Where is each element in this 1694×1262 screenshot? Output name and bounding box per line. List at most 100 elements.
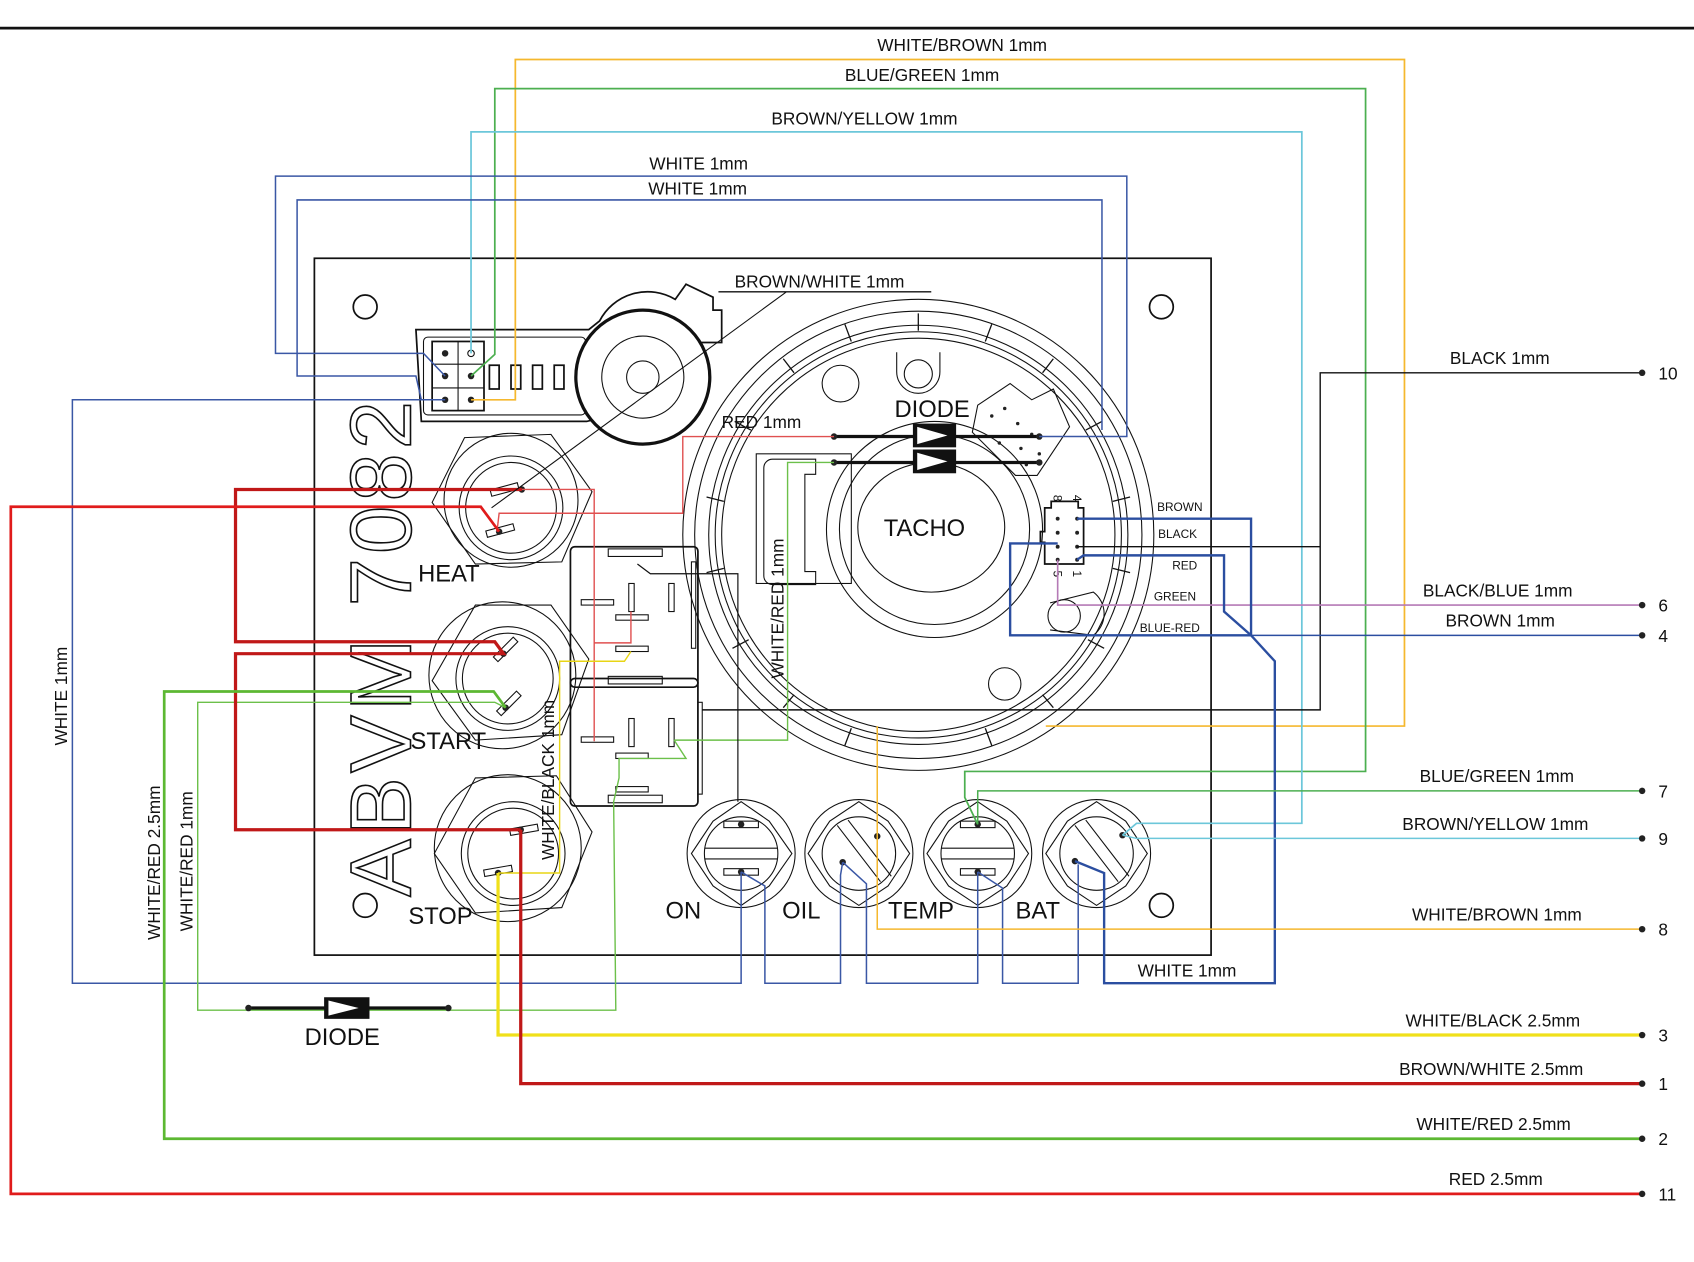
terminal-dot xyxy=(1638,1135,1646,1143)
terminal-wire-label: WHITE/BLACK 2.5mm xyxy=(1406,1010,1581,1030)
relay-upper xyxy=(569,545,699,689)
label-brown-white-1mm: BROWN/WHITE 1mm xyxy=(735,271,905,291)
terminal-wire-label: WHITE/BROWN 1mm xyxy=(1412,905,1582,925)
label-white-1mm-left: WHITE 1mm xyxy=(51,647,71,746)
lamp-bat-label: BAT xyxy=(1016,897,1060,924)
switch-stop-label: STOP xyxy=(408,903,472,930)
top-wire-label-3: WHITE 1mm xyxy=(649,154,748,174)
lamp-on: ON xyxy=(666,798,796,924)
terminal-dot xyxy=(1638,925,1646,933)
terminal-number: 2 xyxy=(1658,1129,1668,1149)
wire-red-1mm xyxy=(496,435,835,742)
harness-connector xyxy=(415,283,723,446)
terminal-dot xyxy=(1638,787,1646,795)
external-diode-label: DIODE xyxy=(305,1024,380,1051)
lamp-oil: OIL xyxy=(782,798,914,924)
wire-blue-green-7 xyxy=(976,790,1643,825)
switch-stop[interactable]: STOP xyxy=(408,774,593,930)
lamp-temp-label: TEMP xyxy=(888,897,954,924)
label-white-red-25-left: WHITE/RED 2.5mm xyxy=(144,786,164,940)
panel-logo: ABVM 7082 xyxy=(334,397,430,897)
wire-black-blue-6 xyxy=(1056,559,1643,606)
terminal-wire-label: BLUE/GREEN 1mm xyxy=(1420,766,1574,786)
lamp-on-label: ON xyxy=(666,897,702,924)
wire-white-left xyxy=(71,399,742,984)
terminal-wire-label: WHITE/RED 2.5mm xyxy=(1416,1114,1570,1134)
terminal-dot xyxy=(1638,1031,1646,1039)
external-diode: DIODE xyxy=(245,997,452,1051)
terminal-number: 1 xyxy=(1658,1074,1668,1094)
tacho-gauge: TACHO 8 4 5 1 xyxy=(682,298,1155,771)
switch-start[interactable]: START xyxy=(411,601,590,755)
switch-heat[interactable]: HEAT xyxy=(418,432,593,587)
lamp-oil-label: OIL xyxy=(782,897,820,924)
terminal-number: 8 xyxy=(1658,920,1668,940)
panel-diodes: DIODE xyxy=(830,396,1043,474)
panel-outline xyxy=(313,257,1212,956)
switch-heat-label: HEAT xyxy=(418,560,480,587)
terminal-dot xyxy=(1638,835,1646,842)
wire-lamp-loop-1 xyxy=(740,862,844,984)
terminal-block: 10 BLACK 1mm 6 BLACK/BLUE 1mm 4 BROWN 1mm 7 BLU… xyxy=(1399,348,1678,1204)
top-wire-label-1: BLUE/GREEN 1mm xyxy=(845,65,999,85)
wire-white-brown-top xyxy=(471,58,1406,727)
mounting-hole-tr xyxy=(1148,294,1175,320)
wire-brown-white-heat-loop xyxy=(233,487,522,832)
switch-start-label: START xyxy=(411,728,487,755)
wire-white-black-1mm xyxy=(498,651,632,874)
tacho-pin-8: 8 xyxy=(1050,495,1064,502)
terminal-wire-label: BROWN 1mm xyxy=(1446,611,1555,631)
wire-white-black-3 xyxy=(496,872,1643,1037)
wire-brown-yellow-top xyxy=(470,131,1303,836)
terminal-dot xyxy=(1638,1080,1646,1087)
terminal-number: 11 xyxy=(1658,1184,1676,1204)
wire-white-red-2 xyxy=(162,690,1643,1141)
tacho-wire-blue-red: BLUE-RED xyxy=(1140,621,1200,635)
wire-black-10 xyxy=(702,372,1643,711)
terminal-number: 4 xyxy=(1658,626,1668,646)
wire-relay-black xyxy=(637,563,739,802)
mounting-hole-bl xyxy=(352,892,378,919)
terminal-number: 3 xyxy=(1658,1026,1668,1046)
wire-blue-green-top xyxy=(470,87,1367,825)
terminal-dot xyxy=(1638,632,1646,639)
terminal-wire-label: BLACK/BLUE 1mm xyxy=(1423,580,1573,600)
mounting-hole-tl xyxy=(352,294,378,320)
wire-red-11 xyxy=(9,505,1643,1196)
terminal-number: 9 xyxy=(1658,829,1668,849)
top-wire-label-0: WHITE/BROWN 1mm xyxy=(877,35,1047,55)
lamp-bat: BAT xyxy=(1016,798,1152,924)
relay-lower xyxy=(569,677,703,807)
tacho-wire-brown: BROWN xyxy=(1157,500,1203,514)
tacho-pin-4: 4 xyxy=(1070,495,1084,502)
tacho-wire-red: RED xyxy=(1172,558,1197,572)
terminal-wire-label: BLACK 1mm xyxy=(1450,348,1550,368)
tacho-wire-black: BLACK xyxy=(1158,527,1197,541)
terminal-number: 7 xyxy=(1658,781,1668,801)
label-white-red-1mm-vertical: WHITE/RED 1mm xyxy=(767,538,787,678)
terminal-number: 10 xyxy=(1658,363,1677,383)
wires xyxy=(9,58,1643,1196)
tacho-label: TACHO xyxy=(884,515,965,542)
terminal-wire-label: RED 2.5mm xyxy=(1449,1169,1543,1189)
terminal-dot xyxy=(1638,601,1646,609)
terminal-dot xyxy=(1638,369,1646,377)
wire-lamp-loop-2 xyxy=(842,861,979,984)
top-wire-label-2: BROWN/YELLOW 1mm xyxy=(771,108,957,128)
terminal-number: 6 xyxy=(1658,596,1668,616)
tacho-wire-green: GREEN xyxy=(1154,590,1196,604)
label-white-black-1mm-vertical: WHITE/BLACK 1mm xyxy=(538,700,558,860)
wire-brown-yellow-9 xyxy=(1122,834,1643,840)
label-white-1mm-bottom: WHITE 1mm xyxy=(1138,961,1237,981)
panel-diode-label: DIODE xyxy=(895,396,970,423)
terminal-wire-label: BROWN/WHITE 2.5mm xyxy=(1399,1059,1583,1079)
wire-white-top-1 xyxy=(274,175,1128,438)
mounting-hole-br xyxy=(1148,892,1175,919)
lamp-temp: TEMP xyxy=(888,798,1033,924)
wire-brown-white-1 xyxy=(519,829,1643,1086)
terminal-wire-label: BROWN/YELLOW 1mm xyxy=(1402,814,1588,834)
label-red-1mm: RED 1mm xyxy=(722,412,802,432)
label-white-red-1-left: WHITE/RED 1mm xyxy=(176,791,196,931)
wire-lamp-loop-3 xyxy=(977,864,1079,984)
